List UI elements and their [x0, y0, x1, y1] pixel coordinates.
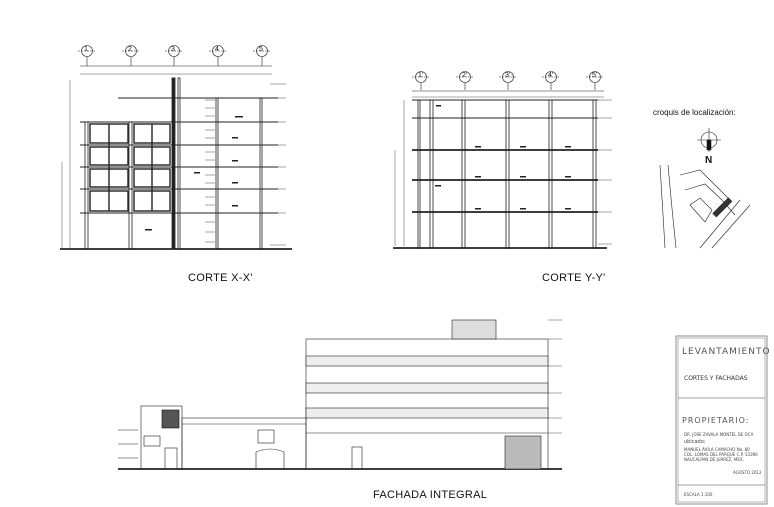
- axis-label-1-prime: 1': [418, 72, 424, 79]
- axis-label-4-prime: 4': [548, 72, 554, 79]
- section-y-title: CORTE Y-Y': [542, 272, 606, 284]
- facade-drawing: [118, 319, 562, 470]
- drawing-scale: ESCALA 1:100: [684, 492, 713, 497]
- axis-label-4: 4: [215, 46, 219, 53]
- owner-label: PROPIETARIO:: [682, 416, 750, 425]
- location-label: ubicado:: [684, 439, 706, 445]
- drawing-date: AGOSTO 2012: [733, 470, 762, 475]
- location-caption: croquis de localización:: [653, 108, 736, 117]
- address-line-2: COL. LOMAS DEL PARQUE C.P. 53390: [684, 452, 758, 457]
- location-sketch: [659, 128, 751, 249]
- owner-name: DR. JOSE ZAVALA MONTEL DE OCA: [684, 432, 754, 437]
- section-y-drawing: [393, 71, 612, 249]
- axis-label-2: 2: [128, 46, 132, 53]
- axis-label-5: 5: [259, 46, 263, 53]
- axis-label-2-prime: 2': [462, 72, 468, 79]
- title-block-frame: [675, 335, 768, 505]
- axis-label-5-prime: 5': [592, 72, 598, 79]
- axis-label-3-prime: 3': [505, 72, 511, 79]
- section-x-drawing: [60, 45, 292, 250]
- axis-label-1: 1: [84, 46, 88, 53]
- north-label: N: [705, 155, 713, 166]
- section-x-axis-bubbles: [78, 45, 271, 66]
- axis-label-3: 3: [171, 46, 175, 53]
- address-line-1: MANUEL ÁVILA CAMACHO No. 80: [684, 447, 750, 452]
- facade-title: FACHADA INTEGRAL: [373, 489, 488, 501]
- address-line-3: NAUCALPAN DE JUÁREZ, MEX.: [684, 457, 744, 462]
- title-block-heading: LEVANTAMIENTO: [682, 347, 771, 357]
- section-x-title: CORTE X-X': [188, 272, 253, 284]
- title-block-subtitle: CORTES Y FACHADAS: [684, 375, 748, 382]
- section-y-axis-bubbles: [412, 71, 604, 90]
